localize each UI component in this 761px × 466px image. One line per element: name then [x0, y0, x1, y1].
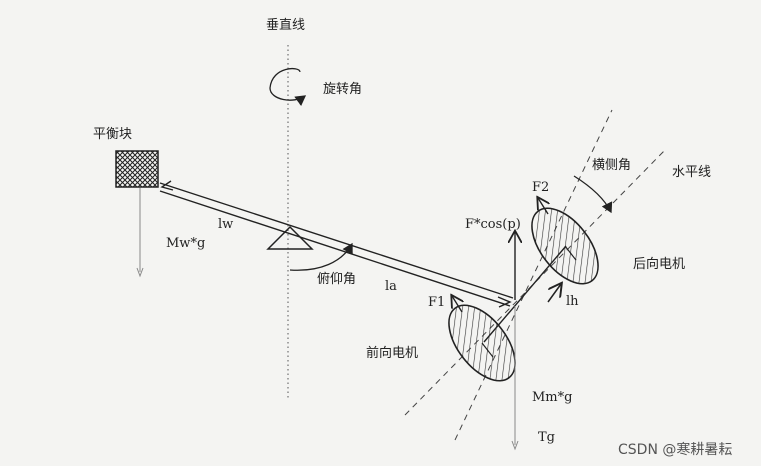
f1-label: F1 [428, 295, 445, 310]
rotation-angle-label: 旋转角 [323, 82, 362, 97]
la-label: la [385, 279, 397, 294]
roll-angle-label: 横侧角 [592, 158, 631, 173]
f-cos-p-label: F*cos(p) [465, 217, 521, 232]
counterweight-gravity-arrow [136, 267, 144, 278]
beam-end-arrow-right [497, 296, 512, 308]
rear-motor [531, 207, 599, 285]
beam-end-arrow-left [160, 180, 174, 191]
pitch-angle-label: 俯仰角 [317, 271, 356, 287]
motor-axis-dashed-line [454, 109, 613, 441]
lh-label: lh [566, 294, 579, 309]
roll-angle-arc [573, 175, 613, 214]
horizontal-line-label: 水平线 [672, 165, 711, 180]
tg-label: Tg [538, 430, 555, 445]
f2-arrow [538, 198, 548, 215]
f2-label: F2 [532, 180, 549, 195]
beam-top-line [159, 182, 514, 299]
counterweight-block [115, 150, 159, 188]
rotation-angle-arc [269, 67, 307, 107]
pivot-triangle [266, 225, 314, 250]
mm-g-label: Mm*g [532, 390, 572, 405]
front-motor [448, 304, 516, 382]
motor-gravity-arrow [511, 440, 519, 451]
lw-label: lw [218, 217, 233, 232]
watermark: CSDN @寒耕暑耘 [618, 441, 732, 458]
mw-g-label: Mw*g [166, 236, 205, 251]
vertical-line-label: 垂直线 [266, 18, 305, 33]
lh-arrow [547, 284, 561, 303]
counterweight-label: 平衡块 [93, 127, 132, 142]
front-motor-label: 前向电机 [366, 345, 418, 361]
pitch-angle-arc [289, 242, 353, 271]
f1-arrow [452, 296, 462, 313]
beam-bottom-line [159, 190, 511, 307]
rear-motor-label: 后向电机 [633, 256, 685, 272]
horizontal-reference-dashed-line [404, 149, 666, 416]
